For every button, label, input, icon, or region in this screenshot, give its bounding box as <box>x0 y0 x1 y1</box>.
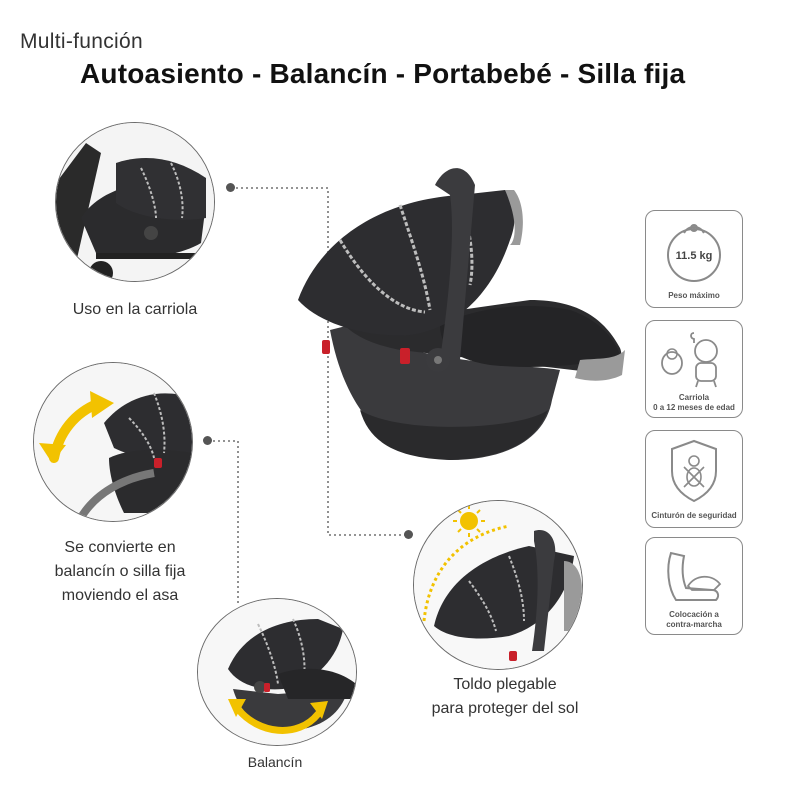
rocker-caption-line-1: Se convierte en <box>64 539 176 556</box>
canopy-caption: Toldo plegable para proteger del sol <box>400 673 610 721</box>
canopy-caption-line-1: Toldo plegable <box>453 676 557 693</box>
canopy-image <box>413 500 583 670</box>
connector-dot-stroller <box>226 183 235 192</box>
car-seat-icon <box>667 551 722 601</box>
canopy-caption-line-2: para proteger del sol <box>431 700 579 717</box>
page-title: Autoasiento - Balancín - Portabebé - Sil… <box>80 58 686 89</box>
car-seat-image <box>298 168 625 460</box>
age-range-label-line-2: 0 a 12 meses de edad <box>653 403 735 412</box>
rocker-caption-line-3: moviendo el asa <box>61 587 179 604</box>
max-weight-badge: 11.5 kg Peso máximo <box>645 210 743 308</box>
safety-belt-label: Cinturón de seguridad <box>651 511 737 520</box>
safety-belt-badge: Cinturón de seguridad <box>645 430 743 528</box>
rear-facing-label-line-1: Colocación a <box>669 610 719 619</box>
max-weight-value: 11.5 kg <box>675 250 713 262</box>
age-range-label-line-1: Carriola <box>678 393 710 402</box>
balancin-caption: Balancín <box>247 754 303 770</box>
age-range-badge: Carriola 0 a 12 meses de edad <box>645 320 743 418</box>
rear-facing-badge: Colocación a contra-marcha <box>645 537 743 635</box>
baby-weight-icon <box>667 224 721 282</box>
rear-facing-label-line-2: contra-marcha <box>666 620 722 629</box>
rocker-caption: Se convierte en balancín o silla fija mo… <box>25 536 215 608</box>
shield-icon <box>671 439 717 503</box>
max-weight-label: Peso máximo <box>668 291 720 300</box>
connector-dot-rocker <box>203 436 212 445</box>
rocker-caption-line-2: balancín o silla fija <box>54 563 186 580</box>
stroller-caption: Uso en la carriola <box>72 301 198 318</box>
baby-age-icon <box>661 332 718 388</box>
connector-dot-canopy <box>404 530 413 539</box>
subtitle: Multi-función <box>20 30 143 53</box>
stroller-use-image <box>55 122 215 282</box>
balancin-image <box>197 598 357 746</box>
rocker-conversion-image <box>33 362 193 522</box>
